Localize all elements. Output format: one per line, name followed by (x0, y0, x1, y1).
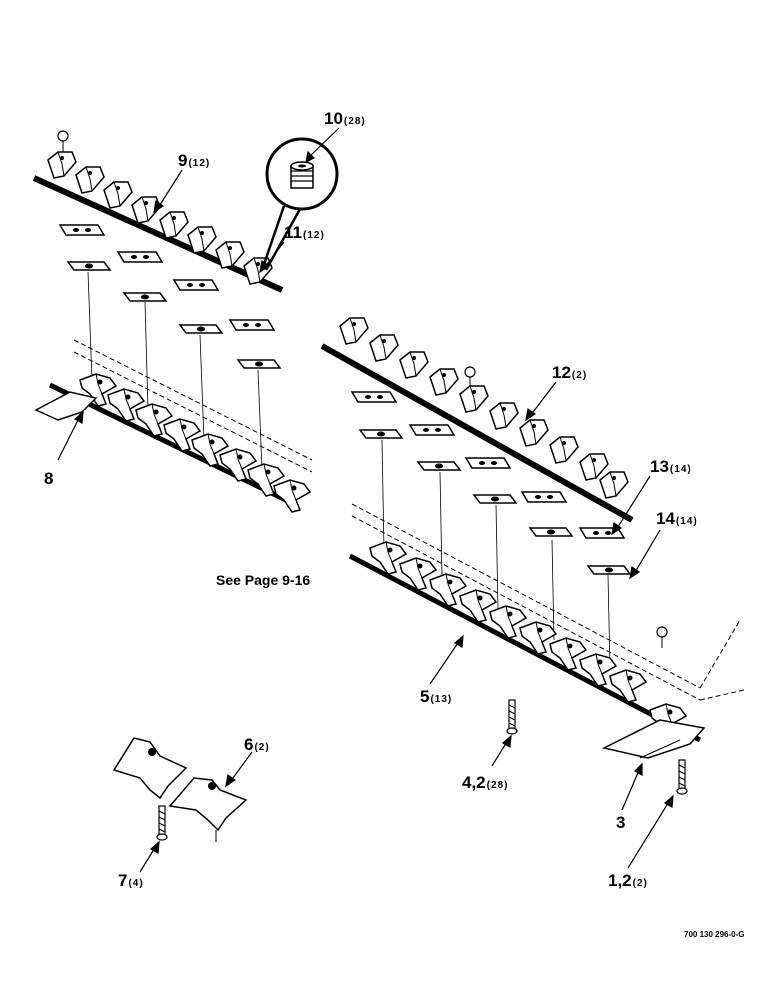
callout-number: 8 (44, 469, 54, 488)
callout-qty: (2) (254, 742, 270, 753)
left-knife-assembly (32, 130, 313, 513)
right-nut-1 (464, 366, 476, 388)
right-bolt-4 (506, 699, 518, 735)
callout-qty: (14) (675, 516, 698, 527)
callout-qty: (12) (188, 158, 211, 169)
callout-13: 13(14) (650, 458, 692, 476)
callout-number: 14 (656, 509, 675, 528)
callout-number: 10 (324, 109, 343, 128)
left-end-nut (57, 130, 69, 152)
left-cutter-bar (73, 339, 313, 473)
callout-qty: (2) (632, 878, 648, 889)
callout-number: 6 (244, 735, 254, 754)
callout-14: 14(14) (656, 510, 698, 528)
callout-number: 11 (284, 223, 302, 242)
callout-4-2: 4,2(28) (462, 774, 508, 792)
right-nut-2 (656, 626, 668, 648)
callout-number: 7 (118, 871, 128, 890)
left-guards (79, 373, 311, 513)
callout-3: 3 (616, 814, 625, 832)
callout-1-2: 1,2(2) (608, 872, 648, 890)
callout-qty: (12) (302, 230, 325, 241)
callout-9: 9(12) (178, 152, 210, 170)
callout-qty: (4) (128, 878, 144, 889)
callout-number: 13 (650, 457, 669, 476)
callout-number: 9 (178, 151, 188, 170)
end-guard (34, 391, 98, 421)
callout-12: 12(2) (552, 364, 587, 382)
callout-number: 3 (616, 813, 626, 832)
callout-8: 8 (44, 470, 53, 488)
right-knife-assembly (320, 317, 745, 795)
left-explode-lines (87, 271, 263, 471)
lower-guard-pair (112, 737, 248, 842)
right-cutter-bar (351, 503, 745, 701)
callout-6: 6(2) (244, 736, 270, 754)
callout-qty: (2) (571, 370, 588, 381)
detail-inset-nut (260, 137, 339, 271)
callout-11: 11(12) (284, 224, 325, 242)
callout-qty: (13) (430, 694, 453, 705)
drawing-number: 700 130 296-0-G (684, 930, 745, 939)
callout-qty: (28) (343, 116, 366, 127)
callout-qty: (28) (486, 780, 509, 791)
callout-number: 4,2 (462, 773, 486, 792)
callout-number: 1,2 (608, 871, 632, 890)
callout-7: 7(4) (118, 872, 144, 890)
callout-qty: (14) (669, 464, 692, 475)
reference-note: See Page 9-16 (216, 572, 311, 588)
callout-number: 5 (420, 687, 430, 706)
leader-arrows (57, 127, 674, 873)
callout-number: 12 (552, 363, 571, 382)
right-bolt-1 (676, 759, 688, 795)
right-knife-sections (339, 317, 629, 499)
end-double-guard (601, 719, 706, 759)
callout-5: 5(13) (420, 688, 452, 706)
callout-10: 10(28) (324, 110, 366, 128)
